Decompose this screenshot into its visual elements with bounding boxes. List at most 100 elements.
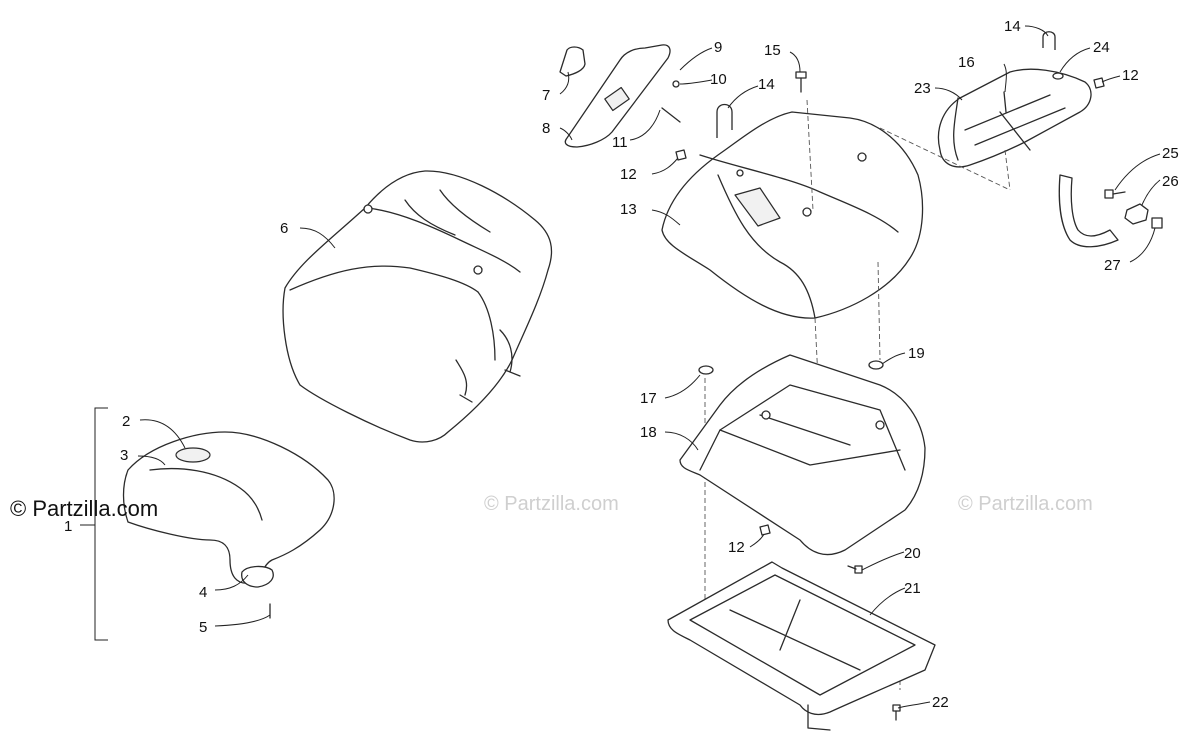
support-frame-part — [679, 354, 926, 556]
rack-leg-part — [1058, 174, 1119, 248]
leader-27 — [1129, 227, 1156, 263]
tub-rim-line — [699, 154, 899, 233]
tray-inner-edge — [689, 574, 916, 696]
rack-crossbars — [964, 94, 1066, 146]
lid-cable-part — [661, 107, 681, 123]
storage-tub-group — [661, 111, 924, 319]
callout-10: 10 — [710, 71, 727, 88]
bag-seam-top — [367, 207, 521, 273]
callout-18: 18 — [640, 424, 657, 441]
bumper-part — [241, 565, 274, 588]
frame-mid-rail — [759, 414, 851, 446]
u-bolt-center-part — [716, 103, 733, 138]
leader-22 — [897, 701, 931, 709]
callout-14-center: 14 — [758, 76, 775, 93]
callout-9: 9 — [714, 39, 722, 56]
base-tray-part — [667, 561, 936, 716]
leader-13 — [651, 209, 681, 226]
cap-27-part — [1151, 217, 1163, 229]
bracket-item-1 — [94, 407, 108, 641]
bag-seam-side — [477, 291, 496, 361]
leader-24 — [1059, 47, 1091, 73]
callout-5: 5 — [199, 619, 207, 636]
leader-26 — [1141, 179, 1161, 206]
callout-1: 1 — [64, 518, 72, 535]
bag-strap-left — [455, 359, 473, 403]
bag-buckle — [473, 265, 483, 275]
leader-16 — [1003, 63, 1007, 93]
washer-24-part — [1052, 72, 1064, 80]
leader-14-right — [1024, 25, 1049, 37]
callout-16: 16 — [958, 54, 975, 71]
callout-14-right: 14 — [1004, 18, 1021, 35]
tub-hole-2 — [857, 152, 867, 162]
nut-12-lower-part — [759, 524, 771, 536]
watermark-main: © Partzilla.com — [10, 496, 158, 521]
leader-21 — [869, 587, 906, 616]
watermark-faint-right: © Partzilla.com — [958, 493, 1093, 515]
rack-frame-part — [937, 68, 1092, 168]
bolt-20-part — [847, 565, 863, 574]
callout-12-top: 12 — [1122, 67, 1139, 84]
leader-20 — [861, 551, 905, 571]
lid-screw-part — [672, 80, 680, 88]
leader-12-top — [1101, 75, 1121, 83]
nut-12-top-part — [1093, 77, 1105, 89]
storage-bag-part — [282, 170, 553, 443]
callout-15: 15 — [764, 42, 781, 59]
tray-ribs — [729, 599, 861, 671]
callout-23: 23 — [914, 80, 931, 97]
faint-watermarks: © Partzilla.com © Partzilla.com — [484, 493, 1093, 515]
bolt-25-part — [1104, 189, 1126, 199]
watermark-faint-center: © Partzilla.com — [484, 493, 619, 515]
dash-15 — [806, 99, 814, 211]
tray-foot — [807, 704, 831, 731]
cushion-seam — [149, 467, 263, 521]
leader-25 — [1114, 153, 1161, 191]
lid-group — [559, 44, 681, 148]
callout-12-lower: 12 — [728, 539, 745, 556]
callout-21: 21 — [904, 580, 921, 597]
leader-14-center — [727, 85, 759, 109]
rack-dash-1 — [1004, 149, 1011, 191]
bolt-16-part — [1003, 91, 1007, 113]
bolt-15-part — [795, 71, 807, 93]
lid-latch-window — [604, 86, 630, 112]
callout-8: 8 — [542, 120, 550, 137]
leader-11 — [629, 109, 661, 141]
callout-3: 3 — [120, 447, 128, 464]
callout-22: 22 — [932, 694, 949, 711]
support-frame-group — [679, 354, 926, 556]
callout-2: 2 — [122, 413, 130, 430]
callout-4: 4 — [199, 584, 207, 601]
bag-strap-right — [499, 329, 521, 377]
leader-15 — [789, 51, 801, 73]
bag-zipper-pull — [363, 204, 373, 214]
bag-fold-2 — [439, 189, 491, 233]
grommet-19-part — [868, 360, 884, 370]
clamp-26-part — [1124, 203, 1149, 225]
leader-19 — [881, 352, 906, 365]
grommet-17-part — [698, 365, 714, 375]
rack-rail-left — [953, 97, 959, 161]
leader-2 — [139, 419, 186, 449]
seat-cushion-part — [122, 431, 335, 584]
dash-tub-to-frame-2 — [877, 261, 881, 361]
tub-inner-line — [717, 174, 816, 319]
frame-top-rail — [699, 384, 906, 471]
leader-3 — [137, 455, 166, 466]
callout-7: 7 — [542, 87, 550, 104]
leader-8 — [559, 127, 573, 141]
leader-4 — [214, 574, 249, 591]
storage-tub-part — [661, 111, 924, 319]
callout-12-mid: 12 — [620, 166, 637, 183]
leader-5 — [214, 614, 271, 627]
tub-hole-3 — [736, 169, 744, 177]
leader-12-lower — [749, 533, 765, 548]
leader-10 — [679, 79, 713, 85]
callout-13: 13 — [620, 201, 637, 218]
tub-recess — [734, 187, 781, 227]
frame-cross-rail — [719, 429, 901, 466]
leader-17 — [664, 374, 701, 399]
